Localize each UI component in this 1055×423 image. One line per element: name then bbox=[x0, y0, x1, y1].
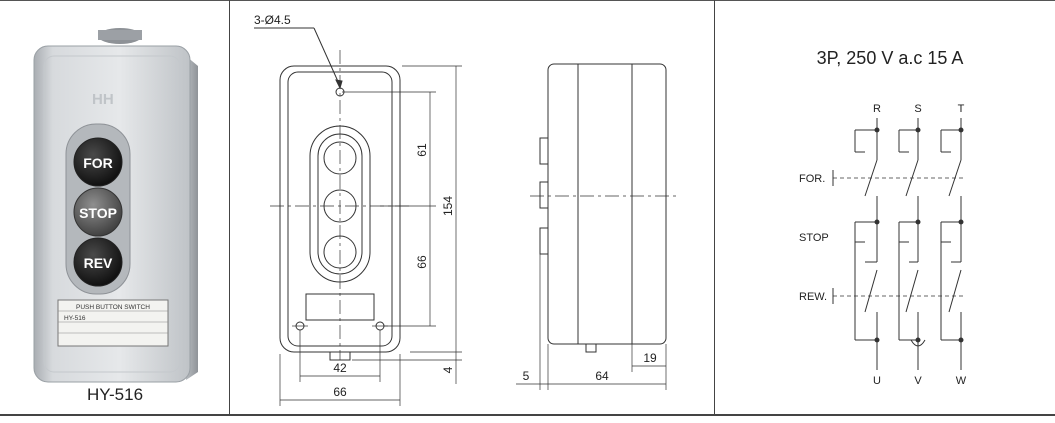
column-divider-2 bbox=[714, 0, 715, 414]
product-photo: HH FOR STOP REV PUSH BUTTON SWITCH HY-51… bbox=[33, 28, 198, 383]
side-button-3 bbox=[539, 227, 549, 255]
nameplate-title: PUSH BUTTON SWITCH bbox=[76, 304, 150, 311]
column-divider-1 bbox=[229, 0, 230, 414]
terminal-t: T bbox=[958, 103, 965, 115]
stop-button bbox=[73, 187, 123, 237]
hole-leader bbox=[313, 27, 341, 87]
side-cable-entry bbox=[585, 343, 597, 353]
bottom-rule bbox=[0, 414, 1055, 416]
side-view bbox=[530, 63, 680, 353]
pole-1 bbox=[854, 130, 878, 370]
dim-61: 61 bbox=[415, 143, 429, 157]
terminal-w: W bbox=[956, 375, 967, 387]
button-hole-top bbox=[323, 141, 357, 175]
dim-66-horizontal: 66 bbox=[333, 385, 347, 399]
crossover-hop bbox=[910, 339, 926, 347]
label-for: FOR. bbox=[799, 173, 825, 185]
node-w bbox=[958, 337, 964, 343]
stop-button-label: STOP bbox=[79, 205, 117, 221]
nameplate bbox=[57, 299, 169, 347]
dimension-drawing: 3-Ø4.5 bbox=[254, 13, 680, 406]
cable-gland-body bbox=[98, 30, 142, 40]
brand-mark: HH bbox=[92, 91, 114, 108]
node-v bbox=[915, 337, 921, 343]
circuit-diagram: R S T U V W FOR. STOP REW. bbox=[799, 103, 967, 387]
node-u bbox=[874, 337, 880, 343]
hole-leader-arrow bbox=[335, 79, 343, 90]
dim-154: 154 bbox=[441, 196, 455, 216]
dim-5: 5 bbox=[523, 369, 530, 383]
dim-42: 42 bbox=[333, 361, 347, 375]
top-rule bbox=[0, 0, 1055, 1]
dim-64: 64 bbox=[595, 369, 609, 383]
horizontal-dimensions-front bbox=[279, 330, 401, 406]
nameplate-model: HY-516 bbox=[64, 315, 86, 322]
dim-4: 4 bbox=[441, 366, 455, 373]
model-label: HY-516 bbox=[86, 385, 144, 404]
dim-19: 19 bbox=[643, 351, 657, 365]
dim-66-vertical: 66 bbox=[415, 255, 429, 269]
enclosure-inner-edge bbox=[43, 55, 181, 373]
front-view bbox=[270, 50, 412, 361]
side-button-2 bbox=[539, 181, 549, 209]
rev-button bbox=[73, 237, 123, 287]
terminal-s: S bbox=[914, 103, 921, 115]
rev-button-label: REV bbox=[84, 255, 113, 271]
side-button-1 bbox=[539, 137, 549, 165]
pole-3 bbox=[940, 130, 962, 370]
for-button-label: FOR bbox=[83, 155, 113, 171]
side-outline bbox=[547, 63, 667, 345]
vertical-dimensions bbox=[342, 65, 462, 384]
node-pole2-mid bbox=[915, 219, 921, 225]
rating-text: 3P, 250 V a.c 15 A bbox=[816, 48, 964, 68]
terminal-r: R bbox=[873, 103, 881, 115]
for-button bbox=[73, 137, 123, 187]
label-rew: REW. bbox=[799, 291, 827, 303]
label-stop: STOP bbox=[799, 232, 829, 244]
horizontal-dimensions-side bbox=[516, 254, 667, 390]
node-pole1-mid bbox=[874, 219, 880, 225]
node-pole3-mid bbox=[958, 219, 964, 225]
hole-note: 3-Ø4.5 bbox=[254, 13, 291, 27]
terminal-u: U bbox=[873, 375, 881, 387]
pole-2 bbox=[898, 130, 919, 370]
terminal-v: V bbox=[914, 375, 922, 387]
